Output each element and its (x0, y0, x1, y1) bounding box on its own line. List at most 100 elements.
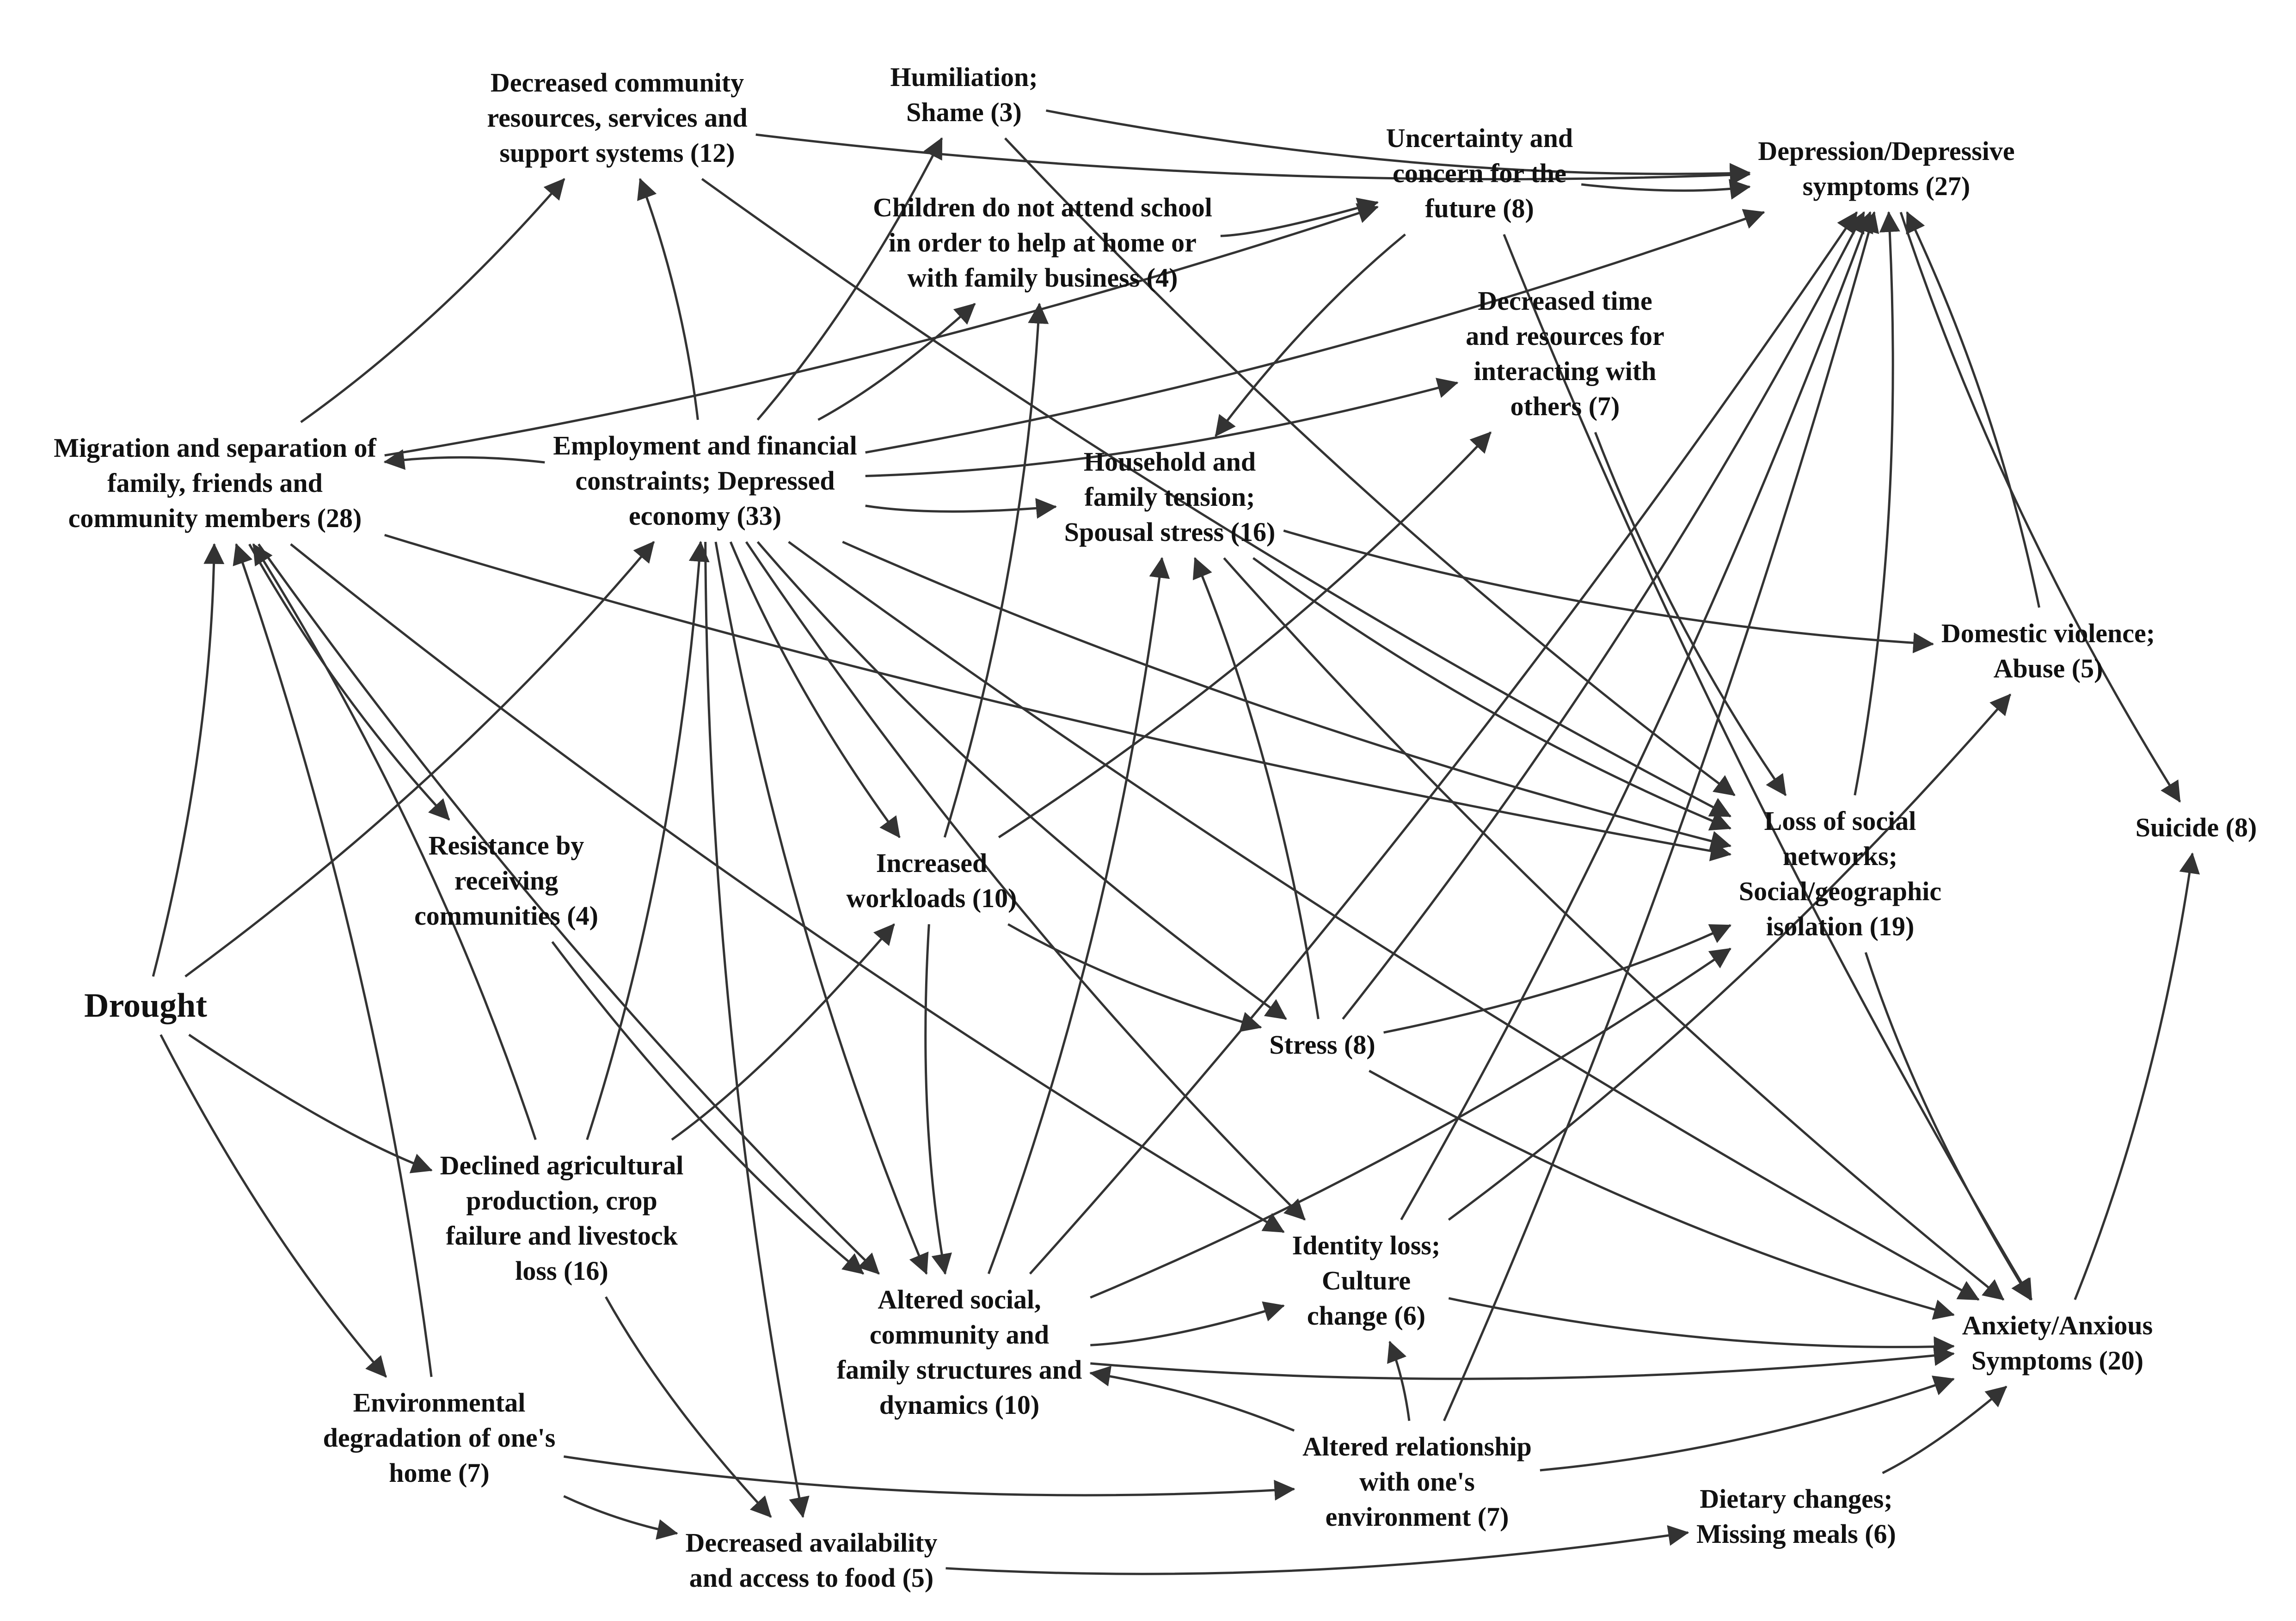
edge-humiliation-to-social_networks (1004, 137, 1736, 797)
edge-employment-to-identity (745, 541, 1306, 1221)
node-label-line: change (6) (1307, 1301, 1426, 1331)
edge-dietary-to-anxiety (1882, 1386, 2007, 1474)
node-stress: Stress (8) (1269, 1027, 1375, 1062)
node-label-line: resources, services and (487, 103, 748, 133)
edge-social_networks-to-anxiety (1864, 952, 2032, 1301)
node-workloads: Increased workloads (10) (847, 846, 1017, 916)
node-environmental: Environmental degradation of one's home (7… (323, 1385, 556, 1491)
node-household: Household and family tension; Spousal stre… (1064, 444, 1276, 550)
edge-household-to-social_networks (1252, 557, 1731, 831)
node-label-line: environment (7) (1325, 1502, 1509, 1532)
node-label-line: home (7) (389, 1458, 490, 1488)
edge-employment-to-stress (756, 541, 1287, 1020)
node-humiliation: Humiliation;Shame (3) (890, 60, 1037, 130)
node-label-line: Altered relationship (1302, 1431, 1532, 1461)
node-label-line: Decreased availability (685, 1528, 938, 1558)
edge-community_resources-to-social_networks (701, 178, 1731, 817)
node-label-line: Symptoms (20) (1971, 1345, 2144, 1375)
edge-migration-to-community_resources (300, 178, 565, 424)
node-label-line: dynamics (10) (879, 1390, 1040, 1420)
node-label-line: Missing meals (6) (1696, 1519, 1896, 1549)
edge-migration-to-resistance (248, 543, 450, 821)
edge-migration-to-social_networks (384, 534, 1732, 861)
node-label-line: Children do not attend school (873, 192, 1212, 222)
edge-uncertainty-to-depression (1581, 179, 1751, 200)
node-label-line: others (7) (1510, 391, 1620, 421)
edge-workloads-to-decreased_time (998, 431, 1492, 839)
edge-drought-to-agricultural (188, 1033, 433, 1173)
node-label-line: Drought (84, 987, 207, 1025)
node-label-line: economy (33) (628, 501, 782, 531)
node-label-line: Spousal stress (16) (1064, 517, 1276, 547)
node-label-line: workloads (10) (846, 883, 1017, 913)
node-label-line: and access to food (5) (689, 1563, 934, 1593)
node-label-line: Household and (1083, 447, 1256, 477)
node-agricultural: Declined agricultural production, crop fai… (440, 1148, 684, 1289)
edge-domestic_violence-to-depression (1906, 211, 2040, 608)
node-label-line: networks; (1782, 841, 1898, 871)
edge-stress-to-depression (1342, 211, 1865, 1020)
node-dietary: Dietary changes;Missing meals (6) (1696, 1481, 1896, 1552)
node-label-line: Shame (3) (906, 97, 1022, 127)
edge-altered_social-to-identity (1090, 1301, 1285, 1346)
node-drought: Drought (84, 985, 207, 1026)
node-label-line: Decreased time (1478, 286, 1652, 316)
edge-migration-to-uncertainty (384, 203, 1379, 457)
node-label-line: with one's (1359, 1467, 1475, 1497)
node-label-line: family, friends and (107, 468, 323, 498)
edge-altered_relationship-to-depression (1443, 211, 1879, 1422)
node-label-line: Anxiety/Anxious (1962, 1310, 2153, 1340)
node-label-line: communities (4) (414, 901, 598, 931)
edge-employment-to-humiliation (756, 137, 943, 421)
node-label-line: in order to help at home or (889, 227, 1197, 258)
edge-depression-to-suicide (1899, 212, 2181, 803)
edge-decreased_time-to-social_networks (1594, 432, 1787, 796)
edge-uncertainty-to-anxiety (1503, 234, 2033, 1301)
edge-employment-to-depression (865, 209, 1765, 454)
node-label-line: Resistance by (428, 830, 584, 860)
node-label-line: interacting with (1473, 356, 1657, 386)
edge-social_networks-to-depression (1854, 211, 1900, 796)
edge-environmental-to-migration (233, 543, 433, 1377)
node-label-line: failure and livestock (446, 1221, 678, 1251)
edge-household-to-anxiety (1223, 557, 2005, 1301)
node-label-line: isolation (19) (1766, 911, 1915, 941)
node-domestic-violence: Domestic violence;Abuse (5) (1941, 616, 2155, 686)
node-label-line: Environmental (353, 1388, 526, 1418)
node-altered-relationship: Altered relationship with one's environmen… (1302, 1429, 1532, 1535)
node-label-line: with family business (4) (907, 263, 1178, 293)
node-label-line: Domestic violence; (1941, 618, 2155, 648)
node-label-line: Migration and separation of (54, 433, 376, 463)
edge-children_school-to-uncertainty (1220, 197, 1379, 237)
node-label-line: Culture (1321, 1265, 1411, 1296)
edge-identity-to-anxiety (1448, 1297, 1955, 1357)
node-label-line: Increased (876, 848, 988, 878)
edge-workloads-to-children_school (943, 302, 1049, 838)
edge-drought-to-environmental (160, 1034, 387, 1378)
edge-environmental-to-food_access (563, 1495, 678, 1540)
edge-employment-to-workloads (729, 541, 901, 838)
node-label-line: Identity loss; (1292, 1230, 1441, 1260)
node-label-line: family tension; (1084, 482, 1255, 512)
node-label-line: loss (16) (515, 1256, 608, 1286)
node-migration: Migration and separation of family, frien… (54, 430, 376, 536)
node-label-line: community members (28) (68, 503, 362, 533)
node-children-school: Children do not attend school in order to… (873, 190, 1212, 295)
node-label-line: future (8) (1425, 193, 1534, 223)
node-label-line: Declined agricultural (440, 1150, 684, 1180)
node-food-access: Decreased availability and access to food… (685, 1525, 937, 1596)
edge-altered_relationship-to-identity (1387, 1340, 1411, 1421)
node-label-line: degradation of one's (323, 1423, 556, 1453)
edge-humiliation-to-depression (1046, 109, 1751, 184)
edge-identity-to-depression (1400, 211, 1873, 1221)
edge-employment-to-community_resources (637, 178, 699, 420)
edge-altered_relationship-to-anxiety (1540, 1375, 1955, 1472)
node-label-line: production, crop (466, 1185, 657, 1216)
node-label-line: Depression/Depressive (1758, 136, 2015, 166)
